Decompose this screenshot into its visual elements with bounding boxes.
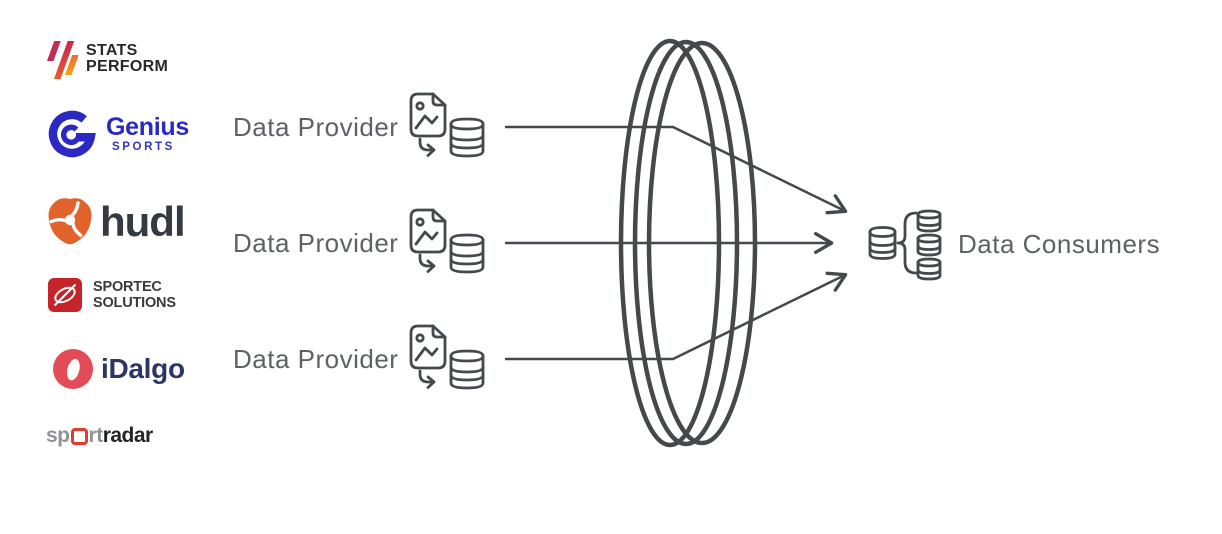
data-provider-row-3: Data Provider	[233, 319, 487, 399]
data-provider-icon	[410, 92, 485, 158]
database-icon	[450, 349, 485, 390]
database-icon	[450, 233, 485, 274]
sportec-wordmark-line2: SOLUTIONS	[93, 294, 176, 311]
transfer-arrow-icon	[419, 369, 436, 389]
data-provider-icon	[410, 324, 485, 390]
logo-sportradar: sp rt radar	[46, 424, 153, 448]
logo-sportec-solutions: SPORTEC SOLUTIONS	[47, 277, 176, 314]
data-consumers-group: Data Consumers	[862, 199, 1160, 289]
data-provider-label: Data Provider	[233, 111, 399, 142]
sportradar-wordmark-sp: sp	[46, 424, 70, 447]
idalgo-icon	[53, 349, 93, 389]
image-file-icon	[410, 92, 447, 138]
stats-perform-wordmark-line1: STATS	[86, 42, 138, 59]
genius-wordmark: Genius	[106, 113, 189, 141]
database-icon	[868, 226, 897, 260]
funnel-lens-icon	[618, 38, 758, 448]
sportradar-wordmark-rt: rt	[88, 424, 104, 447]
database-icon	[450, 117, 485, 158]
data-consumers-icon	[868, 209, 942, 281]
sportec-wordmark-line1: SPORTEC	[93, 279, 162, 295]
idalgo-wordmark: iDalgo	[101, 353, 185, 384]
sportradar-o-icon	[70, 427, 88, 445]
data-consumers-label: Data Consumers	[958, 228, 1161, 259]
transfer-arrow-icon	[419, 253, 436, 273]
brace-icon	[896, 211, 918, 275]
stats-perform-wordmark-line2: PERFORM	[86, 57, 169, 75]
hudl-shield-icon	[48, 198, 92, 245]
image-file-icon	[410, 208, 447, 254]
genius-g-icon	[48, 110, 96, 158]
hudl-wordmark: hudl	[100, 198, 186, 245]
logo-idalgo: iDalgo	[52, 348, 185, 390]
sportradar-wordmark-radar: radar	[102, 424, 154, 447]
stats-perform-icon	[47, 41, 79, 79]
data-provider-icon	[410, 208, 485, 274]
image-file-icon	[410, 324, 447, 370]
genius-subtitle: SPORTS	[112, 141, 175, 153]
transfer-arrow-icon	[419, 137, 436, 157]
sportec-icon	[48, 278, 82, 312]
flow-arrow-top	[505, 125, 848, 215]
data-provider-label: Data Provider	[233, 227, 399, 258]
database-stack-icon	[916, 209, 942, 281]
flow-arrow-bottom	[505, 271, 848, 361]
logo-hudl: hudl	[45, 196, 186, 248]
logo-genius-sports: Genius SPORTS	[47, 106, 189, 162]
data-provider-row-2: Data Provider	[233, 203, 487, 283]
data-provider-label: Data Provider	[233, 343, 399, 374]
logo-stats-perform: STATS PERFORM	[45, 35, 168, 82]
data-provider-row-1: Data Provider	[233, 87, 487, 167]
